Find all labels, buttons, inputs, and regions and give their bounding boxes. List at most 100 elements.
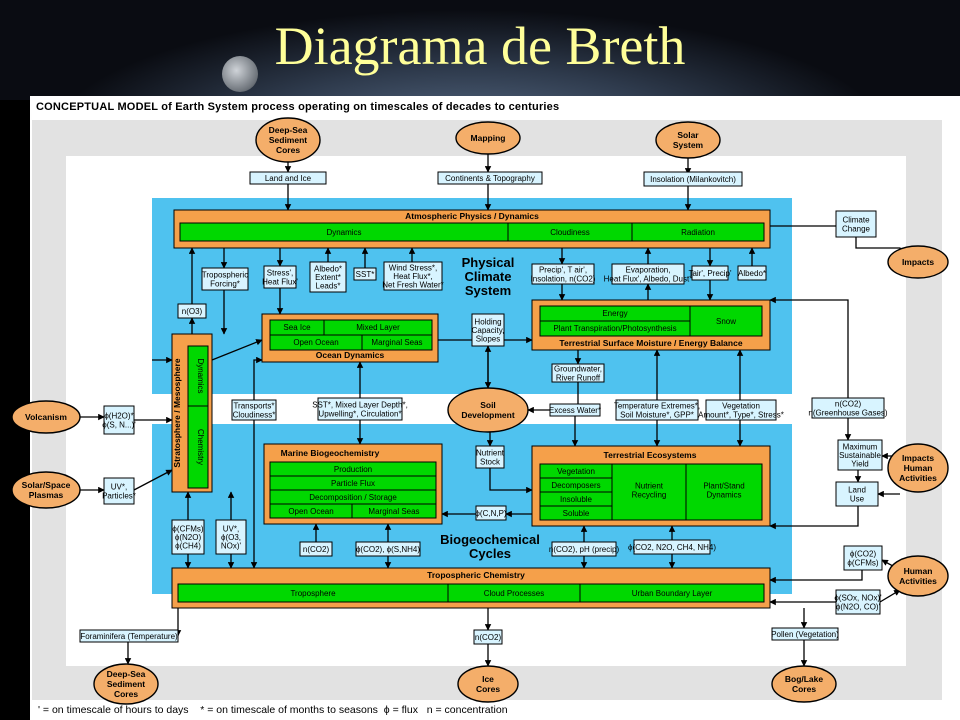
holding-capacity-box: [471, 313, 505, 347]
co2-n2o-box: [633, 539, 711, 555]
atmospheric-title: Atmospheric Physics / Dynamics: [405, 211, 539, 221]
bog-lake-oval-label: Cores: [792, 684, 816, 694]
terr-eco-cell-label: Insoluble: [560, 495, 593, 504]
albedo-extent-box: [309, 261, 347, 293]
precip-box-label: Precip', T air',: [539, 266, 587, 275]
nutrient-stock-box: [475, 445, 505, 469]
deep-sea-bottom-oval-label: Sediment: [107, 679, 145, 689]
terr-eco-cell-label: Decomposers: [551, 481, 600, 490]
co2-s-box: [355, 541, 421, 557]
terr-eco-cell-label: Vegetation: [557, 467, 595, 476]
solar-system-oval-label: System: [673, 140, 704, 150]
marine-title: Marine Biogeochemistry: [281, 448, 380, 458]
ice-cores-oval-label: Cores: [476, 684, 500, 694]
stress-heat-box-label: Stress',: [267, 269, 293, 278]
nco2-a-box-label: n(CO2): [303, 545, 330, 554]
sst-mixed-box: [317, 397, 403, 421]
atm-cell: [631, 222, 765, 242]
co2-cfms-box-label: ϕ(CFMs): [847, 558, 878, 567]
h2o-flux-box: [103, 405, 135, 435]
evaporation-box-label: Evaporation,: [626, 266, 671, 275]
tair-precip-box: [691, 265, 729, 281]
tropo-title: Tropospheric Chemistry: [427, 570, 525, 580]
sox-flux-box: [835, 589, 881, 615]
groundwater-box: [551, 363, 605, 383]
impacts-human-oval: [887, 443, 949, 493]
uv-particles-box: [103, 477, 135, 505]
holding-capacity-box-label: Holding: [474, 317, 501, 326]
ice-cores-oval: [457, 665, 519, 703]
impacts-human-oval-label: Activities: [899, 473, 937, 483]
flow-arrow: [879, 589, 901, 603]
marine-cell-label: Particle Flux: [331, 479, 375, 488]
flow-arrow: [489, 468, 533, 494]
albedo-extent-box-label: Albedo*: [314, 264, 342, 273]
soil-development-oval: [447, 387, 529, 433]
wind-stress-box: [383, 261, 443, 291]
terr-eco-cell-label: Soluble: [563, 509, 590, 518]
ocean-cell-label: Marginal Seas: [371, 338, 422, 347]
sst-mixed-box-label: SST*, Mixed Layer Depth*,: [312, 401, 408, 410]
deep-sea-top-oval-label: Cores: [276, 145, 300, 155]
flow-arrow: [133, 469, 173, 491]
tropo-forcing-box-label: Tropospheric: [202, 271, 248, 280]
temp-extremes-box-label: Temperature Extremes*,: [614, 402, 700, 411]
pollen-box: [771, 627, 839, 641]
marine-cell: [351, 503, 437, 519]
terr-eco-title: Terrestrial Ecosystems: [604, 450, 697, 460]
footer-legend: ' = on timescale of hours to days * = on…: [38, 704, 508, 716]
terr-eco-cell: [685, 463, 763, 521]
groundwater-box-label: Groundwater,: [554, 365, 602, 374]
moisture-cell-label: Energy: [602, 309, 627, 318]
flow-arrow: [769, 506, 859, 530]
transports-box-label: Transports*: [233, 402, 274, 411]
stress-heat-box: [263, 265, 297, 289]
nco2-ghg-box-label: n(Greenhouse Gases): [808, 408, 887, 417]
diagram-caption: CONCEPTUAL MODEL of Earth System process…: [36, 101, 560, 113]
groundwater-box-label: River Runoff: [556, 373, 601, 382]
nco2-ph-box-label: n(CO2), pH (precip): [549, 545, 620, 554]
foraminifera-box: [79, 629, 179, 643]
terr-eco-cell-label: Recycling: [632, 491, 667, 500]
h2o-flux-box-label: ϕ(H2O)*: [104, 412, 133, 421]
h2o-flux-box-label: ϕ(S, N...)': [102, 420, 136, 429]
flow-arrow: [253, 356, 263, 400]
cfms-flux-box-label: ϕ(N2O): [175, 533, 202, 542]
stress-heat-box-label: Heat Flux': [262, 277, 298, 286]
holding-capacity-box-label: Slopes: [476, 335, 500, 344]
human-activities-oval-label: Human: [904, 566, 933, 576]
continents-box-label: Continents & Topography: [445, 174, 535, 183]
marine-cell-label: Marginal Seas: [368, 507, 419, 516]
moisture-cell-label: Plant Transpiration/Photosynthesis: [553, 324, 676, 333]
deep-sea-top-oval: [255, 117, 321, 163]
human-activities-oval-label: Activities: [899, 576, 937, 586]
insolation-box-label: Insolation (Milankovitch): [650, 175, 736, 184]
human-activities-oval: [887, 555, 949, 597]
wind-stress-box-label: Heat Flux*,: [393, 272, 433, 281]
climate-change-box: [835, 210, 877, 238]
max-yield-box-label: Yield: [851, 460, 869, 469]
precip-box: [531, 263, 595, 285]
continents-box: [437, 171, 543, 185]
atm-cell-label: Dynamics: [326, 228, 361, 237]
albedo-extent-box-label: Extent*: [315, 273, 341, 282]
soil-development-oval-label: Soil: [480, 400, 496, 410]
solar-space-oval-label: Solar/Space: [22, 480, 71, 490]
albedo-r-box: [737, 265, 767, 281]
co2-cfms-box-label: ϕ(CO2): [850, 550, 877, 559]
impacts-human-oval-label: Impacts: [902, 453, 934, 463]
excess-water-box: [549, 403, 601, 417]
nutrient-stock-box-label: Stock: [480, 457, 501, 466]
nco2-ph-box: [551, 541, 617, 557]
physical-climate-label: Physical: [462, 255, 515, 270]
cnp-flux-box-label: ϕ(C,N,P): [475, 509, 506, 518]
ocean-cell-label: Mixed Layer: [356, 323, 400, 332]
co2-n2o-box-label: ϕ(CO2, N2O, CH4, NH4): [628, 543, 716, 552]
moisture-cell: [689, 305, 763, 337]
tair-precip-box-label: Tair', Precip': [688, 269, 732, 278]
terr-eco-cell: [611, 463, 687, 521]
impacts-human-oval-label: Human: [904, 463, 933, 473]
ocean-cell-label: Sea Ice: [283, 323, 311, 332]
max-yield-box-label: Maximum: [843, 442, 878, 451]
land-use-box-label: Land: [848, 486, 866, 495]
